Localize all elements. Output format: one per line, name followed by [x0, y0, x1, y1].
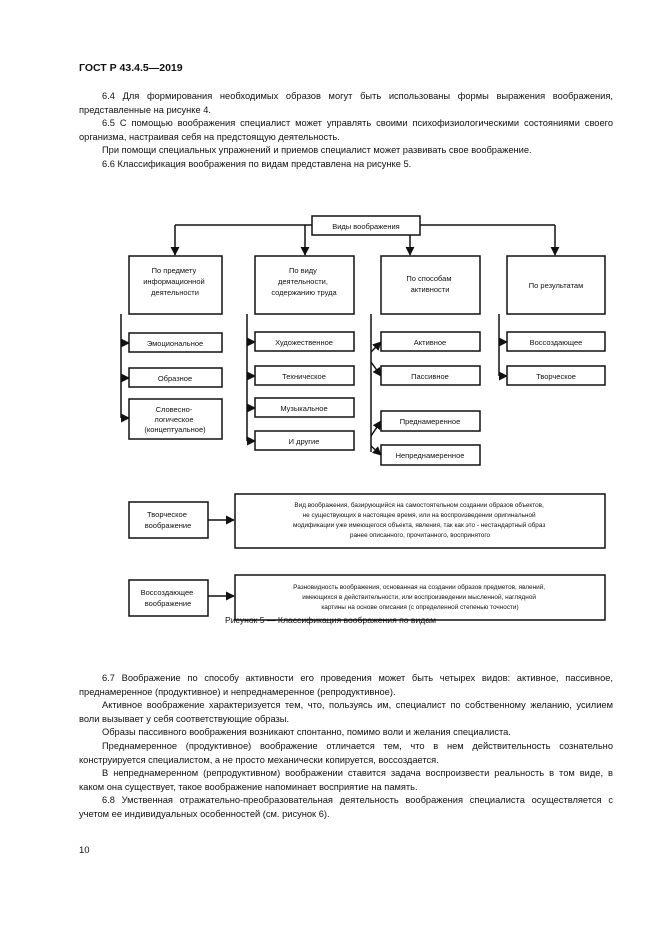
item-verbal-logical-line: (концептуальное)	[144, 425, 206, 434]
definition-creative-text: модификации уже имеющегося объекта, явле…	[293, 521, 545, 529]
definition-reconstructive: Воссоздающее воображение Разновидность в…	[128, 574, 606, 621]
svg-text:Вид воображения, базирующийся: Вид воображения, базирующийся на самосто…	[293, 501, 547, 539]
item-active: Активное	[414, 338, 446, 347]
definition-reconstructive-term: Воссоздающее	[141, 588, 194, 597]
item-box	[128, 367, 223, 388]
category-activity-type-line: деятельности,	[278, 277, 328, 286]
definition-creative: Творческое воображение Вид воображения, …	[128, 493, 606, 549]
paragraph-intentional: Преднамеренное (продуктивное) воображени…	[79, 741, 613, 765]
paragraph-6-7: 6.7 Воображение по способу активности ег…	[79, 673, 613, 697]
item-box	[380, 444, 481, 466]
item-musical: Музыкальное	[280, 404, 327, 413]
item-others: И другие	[289, 437, 320, 446]
item-emotional: Эмоциональное	[147, 339, 203, 348]
item-box	[506, 331, 606, 352]
item-artistic: Художественное	[275, 338, 333, 347]
definition-reconstructive-text: Разновидность воображения, основанная на…	[293, 583, 545, 591]
category-results-line: По результатам	[529, 281, 584, 290]
paragraph-passive: Образы пассивного воображения возникают …	[102, 727, 511, 737]
category-activity-type-line: содержанию труда	[271, 288, 337, 297]
definition-creative-term: воображение	[145, 521, 192, 530]
category-activity-method-line: активности	[411, 285, 450, 294]
item-passive: Пассивное	[411, 372, 449, 381]
definition-creative-text: Вид воображения, базирующийся на самосто…	[294, 501, 544, 509]
page-number: 10	[79, 845, 90, 856]
document-code: ГОСТ Р 43.4.5—2019	[79, 62, 183, 74]
category-activity-method-line: По способам	[406, 274, 451, 283]
item-intentional: Преднамеренное	[400, 417, 461, 426]
category-subject-line: деятельности	[151, 288, 199, 297]
item-box	[254, 365, 355, 386]
category-subject-line: информационной	[143, 277, 204, 286]
paragraph-exercises: При помощи специальных упражнений и прие…	[102, 145, 532, 155]
item-box	[254, 331, 355, 352]
category-activity-method: По способам активности	[380, 255, 481, 315]
paragraph-6-5: 6.5 С помощью воображения специалист мож…	[79, 118, 613, 142]
definition-creative-text: ранее описанного, прочитанного, восприня…	[350, 532, 491, 539]
item-figurative: Образное	[158, 374, 192, 383]
item-box	[128, 398, 223, 440]
category-subject-line: По предмету	[152, 266, 197, 275]
paragraph-6-4: 6.4 Для формирования необходимых образов…	[79, 91, 613, 115]
svg-text:По виду деятельности,: По виду деятельности, содержанию труда	[271, 266, 337, 297]
figure-caption: Рисунок 5 — Классификация воображения по…	[224, 615, 437, 625]
svg-text:Творческое воображение: Творческое воображение	[145, 510, 192, 530]
definition-reconstructive-term: воображение	[145, 599, 192, 608]
item-box	[254, 430, 355, 451]
item-box	[380, 410, 481, 432]
definition-creative-text: не существующих в настоящее время, или н…	[303, 511, 536, 519]
item-verbal-logical-line: Словесно-	[156, 405, 193, 414]
paragraph-6-8: 6.8 Умственная отражательно-преобразоват…	[79, 795, 613, 819]
item-box	[128, 332, 223, 353]
paragraph-6-6: 6.6 Классификация воображения по видам п…	[102, 159, 412, 169]
item-technical: Техническое	[282, 372, 326, 381]
svg-text:Словесно- логическое: Словесно- логическое (концептуальное)	[144, 405, 206, 434]
definition-reconstructive-text: имеющихся в действительности, или воспро…	[302, 593, 536, 601]
item-reconstructive: Воссоздающее	[530, 338, 583, 347]
item-verbal-logical-line: логическое	[154, 415, 193, 424]
category-activity-type: По виду деятельности, содержанию труда	[254, 255, 355, 315]
item-creative: Творческое	[536, 372, 576, 381]
definition-creative-term: Творческое	[147, 510, 187, 519]
item-box	[380, 331, 481, 352]
category-activity-type-line: По виду	[289, 266, 317, 275]
svg-text:Разновидность воображения, осн: Разновидность воображения, основанная на…	[293, 583, 547, 611]
svg-text:По предмету информационн: По предмету информационной деятельности	[143, 266, 207, 297]
paragraph-active: Активное воображение характеризуется тем…	[79, 700, 613, 724]
definition-reconstructive-text: картины на основе описания (с определенн…	[321, 603, 518, 611]
item-box	[380, 365, 481, 386]
svg-text:По способам активности: По способам активности	[406, 274, 453, 294]
category-results: По результатам	[506, 255, 606, 315]
root-label: Виды воображения	[332, 222, 400, 231]
item-box	[254, 397, 355, 418]
root-node: Виды воображения	[311, 215, 421, 236]
svg-text:Воссоздающее воображение: Воссоздающее воображение	[141, 588, 196, 608]
category-subject: По предмету информационной деятельности	[128, 255, 223, 315]
paragraph-unintentional: В непреднамеренном (репродуктивном) вооб…	[79, 768, 613, 792]
item-box	[506, 365, 606, 386]
item-unintentional: Непреднамеренное	[396, 451, 465, 460]
